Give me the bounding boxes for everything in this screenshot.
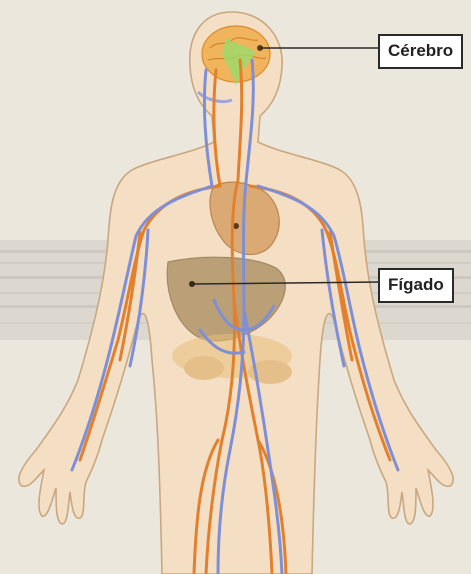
brain-label: Cérebro <box>378 34 463 69</box>
liver-label: Fígado <box>378 268 454 303</box>
